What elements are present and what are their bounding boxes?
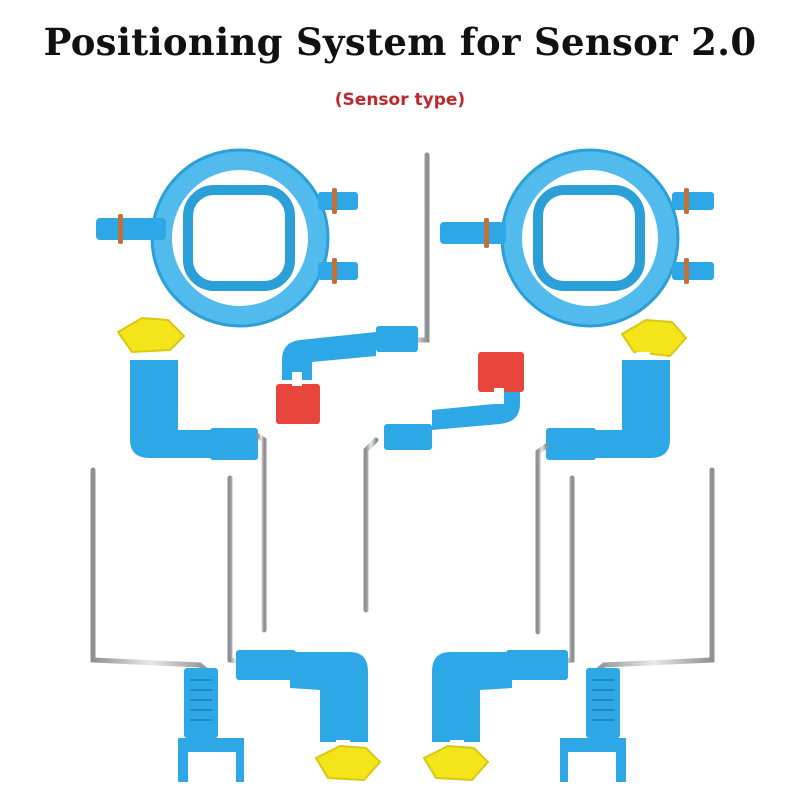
indicator-rod-center-top bbox=[397, 152, 430, 343]
bite-arm-red-right bbox=[363, 352, 524, 613]
bite-arm-red-left bbox=[276, 326, 418, 424]
indicator-rod-lower-right bbox=[593, 467, 715, 675]
sensor-holder-lower-right bbox=[560, 668, 626, 782]
indicator-rod-lower-left bbox=[90, 467, 211, 675]
sensor-holder-lower-left bbox=[178, 668, 244, 782]
bite-arm-yellow-lower-right bbox=[422, 650, 568, 782]
page-title: Positioning System for Sensor 2.0 bbox=[43, 20, 757, 64]
indicator-rod-lower-left-inner bbox=[227, 475, 243, 665]
indicator-rod-lower-right-inner bbox=[557, 475, 575, 665]
bite-arm-yellow-lower-left bbox=[236, 650, 382, 782]
page-subtitle: (Sensor type) bbox=[334, 90, 466, 110]
header: Positioning System for Sensor 2.0 (Senso… bbox=[0, 0, 800, 125]
bite-arm-yellow-upper-left bbox=[116, 316, 267, 633]
aiming-ring-right bbox=[440, 148, 714, 328]
aiming-ring-left bbox=[96, 148, 358, 328]
bite-arm-yellow-upper-right bbox=[535, 318, 688, 635]
